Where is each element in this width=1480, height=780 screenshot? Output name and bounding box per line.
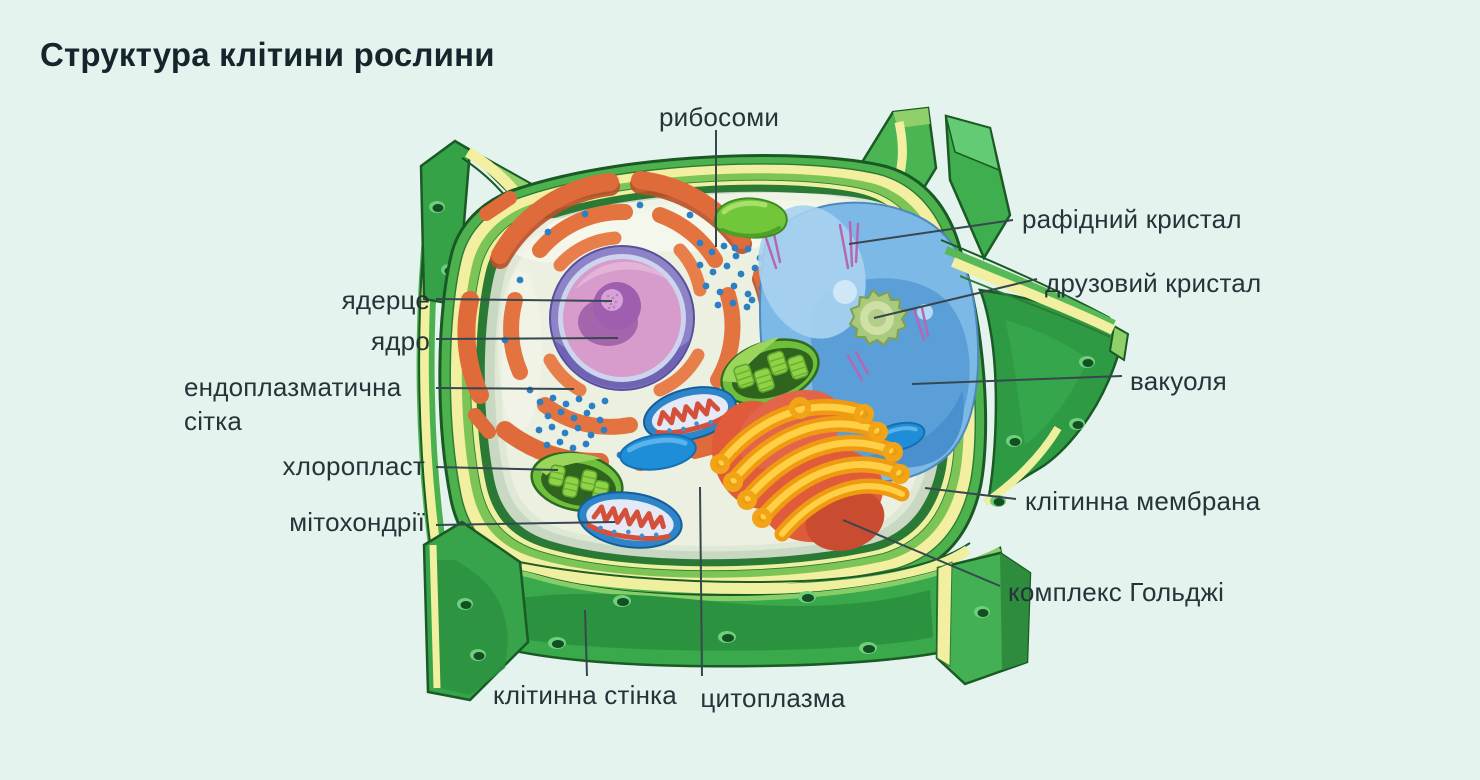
leader-chloroplast [435, 466, 559, 471]
nucleus [549, 245, 695, 391]
label-druse-crystal: друзовий кристал [1045, 268, 1262, 298]
leader-raphide-crystal [848, 219, 1014, 245]
leader-nucleolus [435, 298, 613, 302]
leader-endoplasmic-reticulum [435, 387, 575, 390]
chloroplast-right [720, 337, 820, 406]
leader-vacuole [911, 375, 1123, 385]
mitochondrion-lower [577, 491, 683, 549]
leader-lines [435, 130, 1123, 677]
cell-wall-corner-bottom-right [935, 551, 1032, 686]
leader-druse-crystal [873, 278, 1038, 319]
raphide-crystal [764, 220, 930, 382]
label-ribosomes: рибосоми [658, 102, 780, 132]
leader-mitochondria [435, 521, 616, 526]
green-bean-organelle [713, 197, 788, 239]
leader-cytoplasm [699, 486, 703, 677]
leader-golgi-complex [842, 519, 1001, 587]
blue-vesicle-left [619, 433, 697, 471]
label-cell-membrane: клітинна мембрана [1025, 486, 1261, 516]
label-nucleolus: ядерце [341, 285, 430, 315]
leader-cell-wall [584, 609, 588, 677]
golgi-complex [710, 389, 910, 551]
cell-wall-corner-bottom-left [422, 520, 530, 702]
label-golgi-complex: комплекс Гольджі [1008, 577, 1225, 607]
label-cytoplasm: цитоплазма [700, 683, 846, 713]
label-chloroplast: хлоропласт [282, 451, 425, 481]
leader-cell-membrane [924, 487, 1017, 500]
page-title: Структура клітини рослини [40, 36, 495, 73]
label-nucleus: ядро [371, 326, 430, 356]
leader-nucleus [435, 337, 619, 340]
label-cell-wall: клітинна стінка [493, 680, 677, 710]
label-raphide-crystal: рафідний кристал [1022, 204, 1242, 234]
label-mitochondria: мітохондрії [289, 507, 425, 537]
label-vacuole: вакуоля [1130, 366, 1227, 396]
label-endoplasmic-reticulum: ендоплазматична сітка [184, 372, 402, 436]
